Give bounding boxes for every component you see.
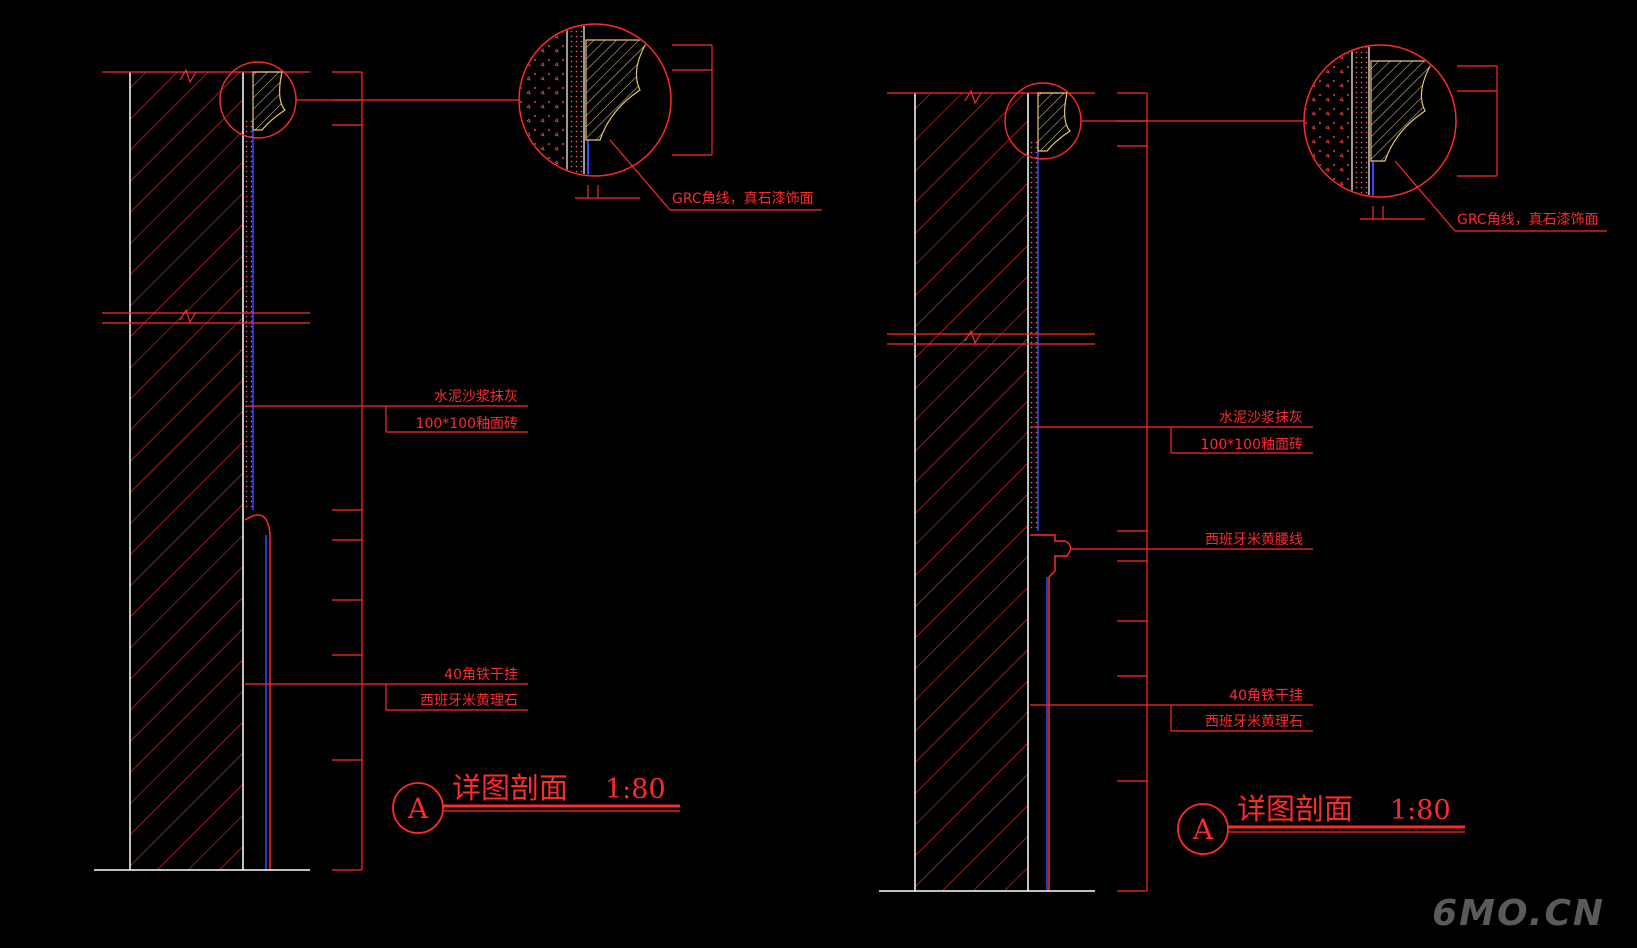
callout-plaster: 水泥沙浆抹灰 100*100釉面砖 — [1030, 410, 1313, 454]
callout-marble-line2: 西班牙米黄理石 — [420, 692, 518, 709]
section-badge: A — [407, 792, 429, 825]
detail-label: GRC角线，真石漆饰面 — [1457, 212, 1599, 228]
title-text: 详图剖面 — [452, 771, 568, 805]
scale-text: 1:80 — [1390, 795, 1451, 826]
callout-marble-line1: 40角铁干挂 — [1229, 688, 1303, 704]
callout-marble-line1: 40角铁干挂 — [444, 667, 518, 683]
callout-plaster-line2: 100*100釉面砖 — [416, 416, 518, 432]
watermark: 6MO.CN — [1432, 893, 1605, 934]
detail-bubble: GRC角线，真石漆饰面 — [1081, 44, 1607, 232]
callout-plaster-line1: 水泥沙浆抹灰 — [1219, 410, 1303, 426]
section-drawing-1: GRC角线，真石漆饰面 水泥沙浆抹灰 100*100釉面砖 40角铁干挂 西班牙… — [94, 23, 822, 871]
drawing-title: A 详图剖面 1:80 — [392, 771, 680, 834]
callout-waistline-label: 西班牙米黄腰线 — [1205, 531, 1303, 548]
section-drawing-2: GRC角线，真石漆饰面 水泥沙浆抹灰 100*100釉面砖 西班牙米黄腰线 40… — [879, 44, 1607, 892]
callout-marble: 40角铁干挂 西班牙米黄理石 — [1030, 688, 1313, 732]
callout-waistline: 西班牙米黄腰线 — [1070, 531, 1313, 550]
wall-section — [879, 82, 1095, 892]
callout-marble: 40角铁干挂 西班牙米黄理石 — [245, 667, 528, 711]
wall-section — [94, 61, 310, 871]
scale-text: 1:80 — [605, 774, 666, 805]
callout-plaster: 水泥沙浆抹灰 100*100釉面砖 — [245, 389, 528, 433]
title-text: 详图剖面 — [1237, 792, 1353, 826]
detail-bubble: GRC角线，真石漆饰面 — [296, 23, 822, 211]
callout-plaster-line1: 水泥沙浆抹灰 — [434, 389, 518, 405]
drawing-title: A 详图剖面 1:80 — [1177, 792, 1465, 855]
section-badge: A — [1192, 813, 1214, 846]
callout-marble-line2: 西班牙米黄理石 — [1205, 713, 1303, 730]
callout-plaster-line2: 100*100釉面砖 — [1201, 437, 1303, 453]
dimension-chain — [1117, 92, 1148, 892]
detail-label: GRC角线，真石漆饰面 — [672, 191, 814, 207]
dimension-chain — [332, 71, 363, 871]
